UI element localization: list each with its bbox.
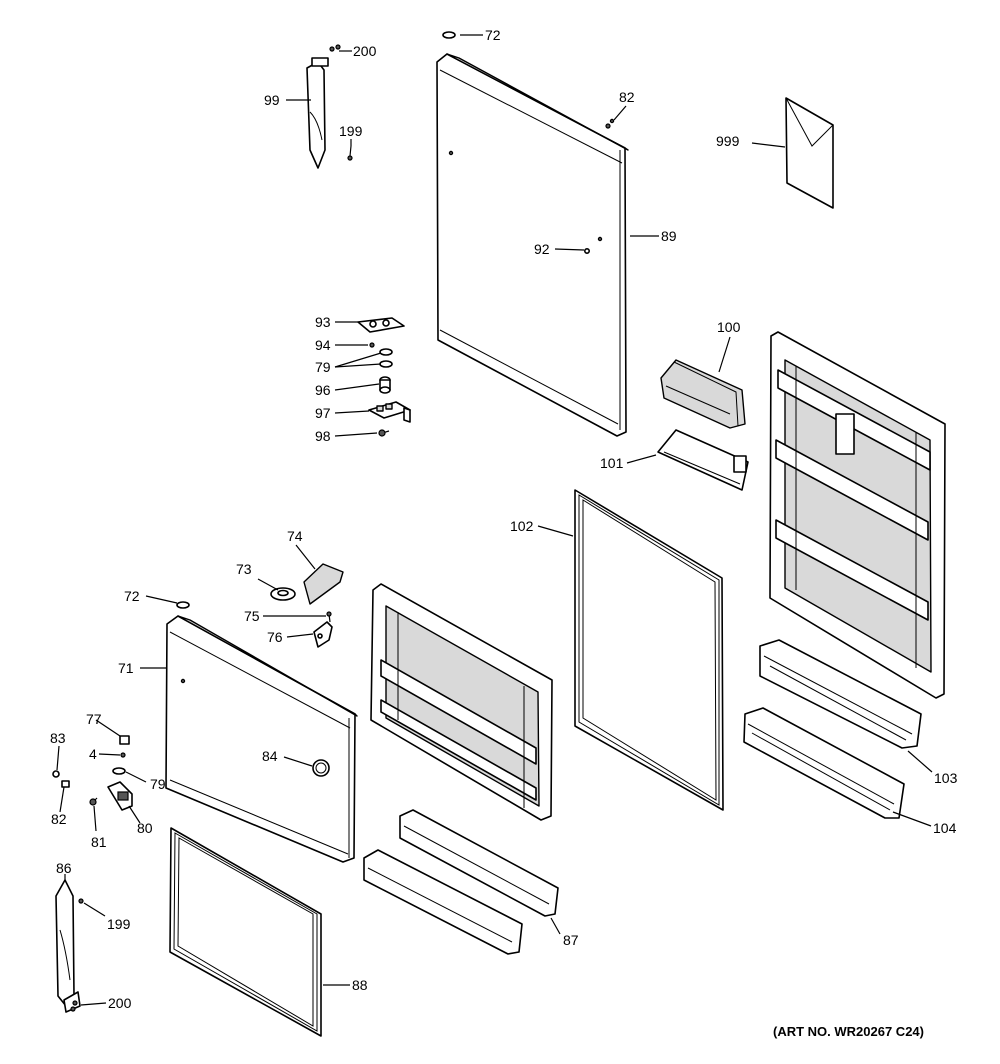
- screw-81: [89, 797, 98, 806]
- callout-999: 999: [716, 133, 740, 149]
- callout-87: 87: [563, 932, 579, 948]
- callout-76: 76: [267, 629, 283, 645]
- hinge-bracket-97: [368, 401, 411, 423]
- upper-door-gasket-102: [574, 489, 724, 811]
- dispenser-bin-101: [657, 429, 749, 491]
- callout-94: 94: [315, 337, 331, 353]
- handle-base-73: [270, 587, 296, 601]
- bushing-77: [119, 735, 130, 745]
- callout-200-top: 200: [353, 43, 377, 59]
- screws-82-top: [605, 118, 615, 129]
- upper-door-handle: [306, 57, 329, 169]
- handle-cap-74: [303, 563, 344, 605]
- callout-97: 97: [315, 405, 331, 421]
- leader-lines: [56, 34, 933, 1006]
- part-82-low: [61, 780, 70, 788]
- handle-screws-top: [329, 44, 341, 52]
- callout-89: 89: [661, 228, 677, 244]
- screw-199-top: [347, 145, 353, 161]
- callout-102: 102: [510, 518, 534, 534]
- callout-79-top: 79: [315, 359, 331, 375]
- callout-88: 88: [352, 977, 368, 993]
- dispenser-cover-100: [660, 359, 746, 429]
- plug-72-top: [442, 31, 456, 39]
- callout-98: 98: [315, 428, 331, 444]
- screw-94: [369, 342, 375, 348]
- hinge-76: [313, 621, 333, 648]
- callout-79-low: 79: [150, 776, 166, 792]
- callout-74: 74: [287, 528, 303, 544]
- callout-103: 103: [934, 770, 958, 786]
- literature-envelope-999: [785, 97, 834, 209]
- callout-72-top: 72: [485, 27, 501, 43]
- callout-labels: 200 72 99 199 82 999 92 89 93 94 79 96 9…: [50, 27, 958, 1011]
- callout-71: 71: [118, 660, 134, 676]
- washer-79-low: [112, 767, 126, 775]
- door-bin-103: [759, 639, 922, 749]
- callout-100: 100: [717, 319, 741, 335]
- callout-199-low: 199: [107, 916, 131, 932]
- art-number: (ART NO. WR20267 C24): [773, 1024, 924, 1039]
- callout-84: 84: [262, 748, 278, 764]
- screw-98: [378, 429, 390, 437]
- callout-73: 73: [236, 561, 252, 577]
- callout-4: 4: [89, 746, 97, 762]
- freezer-door-71: [165, 615, 358, 863]
- door-bin-104: [743, 707, 905, 819]
- callout-72-mid: 72: [124, 588, 140, 604]
- callout-82-low: 82: [51, 811, 67, 827]
- lower-door-handle-86: [55, 879, 81, 1013]
- part-83: [52, 770, 60, 778]
- freezer-inner-liner: [370, 583, 553, 821]
- logo-badge-84: [312, 759, 330, 777]
- callout-199-top: 199: [339, 123, 363, 139]
- callout-93: 93: [315, 314, 331, 330]
- callout-96: 96: [315, 382, 331, 398]
- callout-101: 101: [600, 455, 624, 471]
- bushing-96: [379, 376, 391, 394]
- callout-83: 83: [50, 730, 66, 746]
- washers-79-top: [379, 348, 393, 368]
- freezer-gasket-88: [169, 827, 322, 1037]
- hinge-plate-93: [357, 317, 405, 333]
- callout-81: 81: [91, 834, 107, 850]
- callout-99: 99: [264, 92, 280, 108]
- upper-fresh-food-door: [436, 53, 629, 437]
- callout-200-low: 200: [108, 995, 132, 1011]
- upper-door-inner-liner: [769, 331, 946, 699]
- callout-80: 80: [137, 820, 153, 836]
- callout-86: 86: [56, 860, 72, 876]
- callout-104: 104: [933, 820, 957, 836]
- screw-75: [326, 611, 332, 623]
- screw-4: [120, 752, 126, 758]
- screws-200-low: [70, 1000, 78, 1012]
- callout-92: 92: [534, 241, 550, 257]
- hinge-80: [107, 781, 133, 811]
- callout-77: 77: [86, 711, 102, 727]
- callout-82-top: 82: [619, 89, 635, 105]
- callout-75: 75: [244, 608, 260, 624]
- freezer-bins-87: [363, 809, 559, 955]
- plug-72-mid: [176, 601, 190, 609]
- screw-199-low: [78, 898, 84, 904]
